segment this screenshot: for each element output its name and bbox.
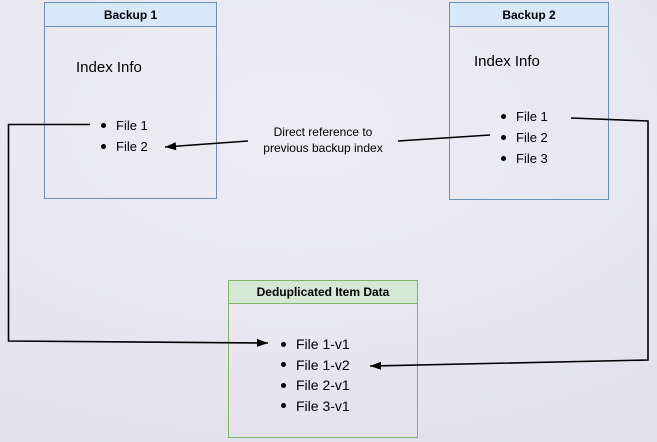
list-item: File 3-v1 — [281, 396, 350, 417]
list-item: File 3 — [501, 148, 548, 169]
backup1-index-info-label: Index Info — [76, 59, 142, 76]
list-item: File 2 — [501, 127, 548, 148]
list-item: File 1-v2 — [281, 355, 350, 376]
list-item: File 1-v1 — [281, 334, 350, 355]
annotation-line2: previous backup index — [263, 141, 383, 155]
list-item: File 2-v1 — [281, 375, 350, 396]
list-item: File 1 — [101, 115, 148, 136]
direct-reference-annotation: Direct reference to previous backup inde… — [240, 124, 406, 156]
annotation-line1: Direct reference to — [273, 125, 373, 139]
list-item: File 2 — [101, 136, 148, 157]
dedup-store-title: Deduplicated Item Data — [229, 281, 417, 304]
list-item: File 1 — [501, 106, 548, 127]
backup2-index-info-label: Index Info — [474, 53, 540, 70]
backup1-title: Backup 1 — [45, 3, 216, 27]
backup2-title: Backup 2 — [450, 3, 608, 27]
